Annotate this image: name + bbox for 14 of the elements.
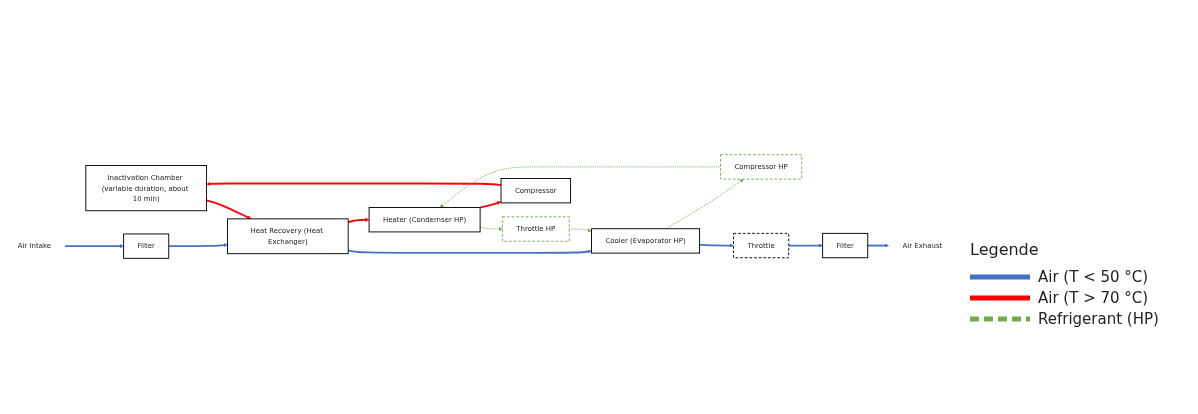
legend-label: Refrigerant (HP) — [1038, 310, 1159, 328]
arrow — [347, 249, 592, 255]
arrow — [479, 201, 502, 209]
arrow — [866, 244, 889, 249]
arrow — [206, 182, 502, 187]
legend-label: Air (T > 70 °C) — [1038, 289, 1149, 307]
arrow — [64, 244, 124, 249]
arrow — [698, 244, 734, 249]
arrow — [347, 218, 370, 224]
arrow — [167, 243, 228, 248]
legend-title: Legende — [970, 240, 1039, 259]
arrow — [787, 244, 823, 249]
arrow — [205, 200, 252, 220]
legend-label: Air (T < 50 °C) — [1038, 268, 1149, 286]
